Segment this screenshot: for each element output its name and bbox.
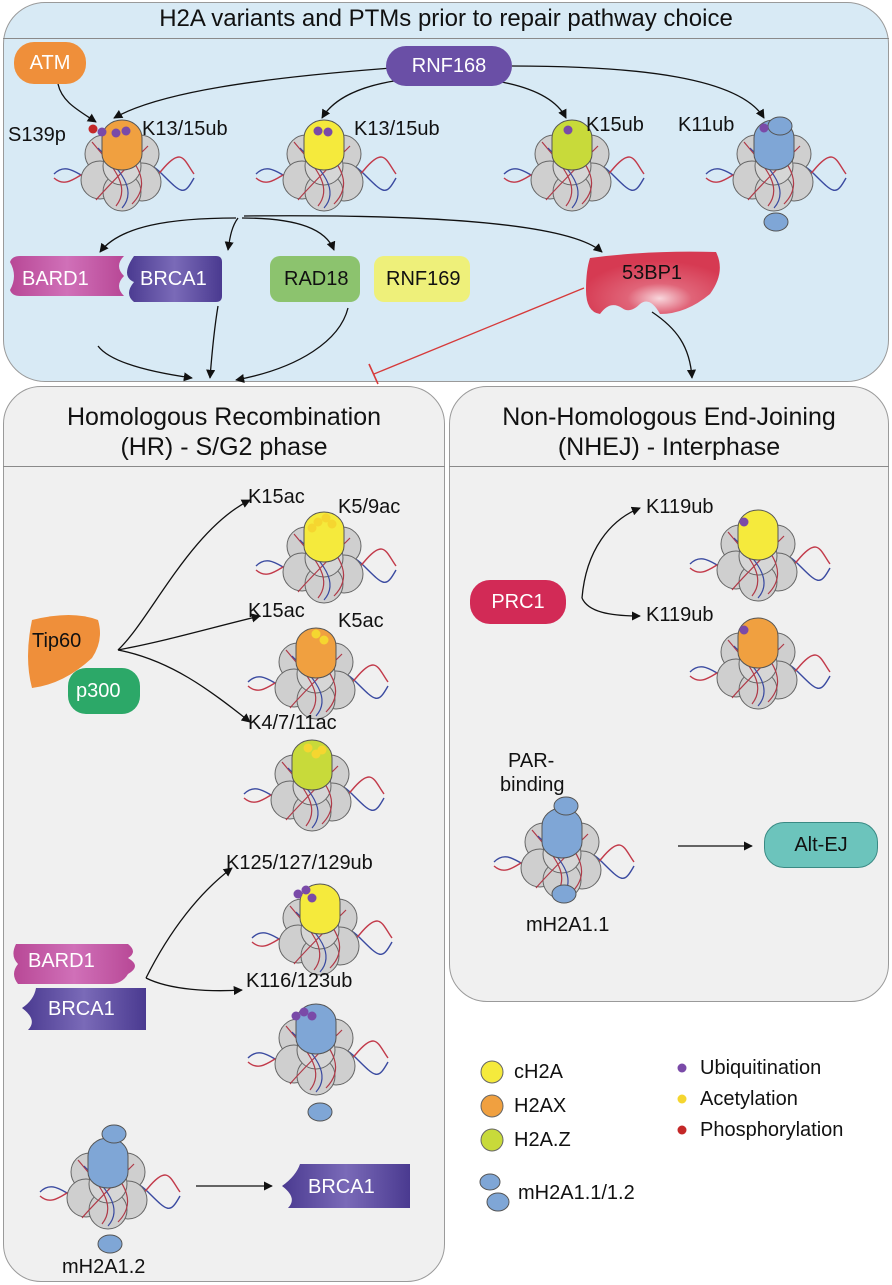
nhej-panel <box>449 386 889 1002</box>
label-mh2a12: mH2A1.2 <box>62 1256 146 1278</box>
legend-phosphorylation: Phosphorylation <box>700 1119 844 1141</box>
mark-k4711ac: K4/7/11ac <box>248 712 337 734</box>
label-binding: binding <box>500 774 565 796</box>
reader-rad18: RAD18 <box>284 268 349 290</box>
reader-53bp1: 53BP1 <box>622 262 683 284</box>
mark-k5ac: K5ac <box>338 610 384 632</box>
hr-divider <box>3 466 445 467</box>
legend-h2az: H2A.Z <box>514 1129 571 1151</box>
prc1-complex: PRC1 <box>470 580 566 624</box>
legend-mh2a: mH2A1.1/1.2 <box>518 1182 635 1204</box>
mark-k116ub: K116/123ub <box>246 970 353 992</box>
hr-panel <box>3 386 445 1282</box>
mark-k125ub: K125/127/129ub <box>226 852 373 874</box>
atm-kinase: ATM <box>14 42 86 84</box>
legend-ubiquitination: Ubiquitination <box>700 1057 822 1079</box>
legend-h2ax: H2AX <box>514 1095 567 1117</box>
nhej-title-line2: (NHEJ) - Interphase <box>557 433 781 461</box>
top-title: H2A variants and PTMs prior to repair pa… <box>159 5 733 32</box>
label-k11ub: K11ub <box>678 114 735 136</box>
legend-ch2a: cH2A <box>514 1061 563 1083</box>
nhej-divider <box>449 466 889 467</box>
top-divider <box>3 38 889 39</box>
mark-k119ub-ch2a: K119ub <box>646 496 714 518</box>
reader-brca1: BRCA1 <box>140 268 207 290</box>
reader-bard1: BARD1 <box>22 268 89 290</box>
mark-k119ub-h2ax: K119ub <box>646 604 714 626</box>
legend-acetylation: Acetylation <box>700 1088 798 1110</box>
label-k1315ub-h2ax: K13/15ub <box>142 118 228 140</box>
hr-title-line2: (HR) - S/G2 phase <box>120 433 328 461</box>
mark-k15ac-ch2a: K15ac <box>248 486 305 508</box>
hr-title-line1: Homologous Recombination <box>66 403 382 431</box>
nhej-title-line1: Non-Homologous End-Joining <box>502 403 836 431</box>
writer-tip60: Tip60 <box>32 630 82 652</box>
brca1-outcome: BRCA1 <box>308 1176 375 1198</box>
rnf168-ligase: RNF168 <box>386 46 512 86</box>
writer-brca1: BRCA1 <box>48 998 115 1020</box>
label-par: PAR- <box>508 750 555 772</box>
label-mh2a11: mH2A1.1 <box>526 914 610 936</box>
label-k1315ub-ch2a: K13/15ub <box>354 118 440 140</box>
mark-k15ac-h2ax: K15ac <box>248 600 305 622</box>
label-s139p: S139p <box>8 124 66 146</box>
reader-rnf169: RNF169 <box>386 268 461 290</box>
label-k15ub: K15ub <box>586 114 644 136</box>
mark-k59ac: K5/9ac <box>338 496 401 518</box>
writer-bard1: BARD1 <box>28 950 95 972</box>
writer-p300: p300 <box>76 680 121 702</box>
alt-ej-pathway: Alt-EJ <box>764 822 878 868</box>
